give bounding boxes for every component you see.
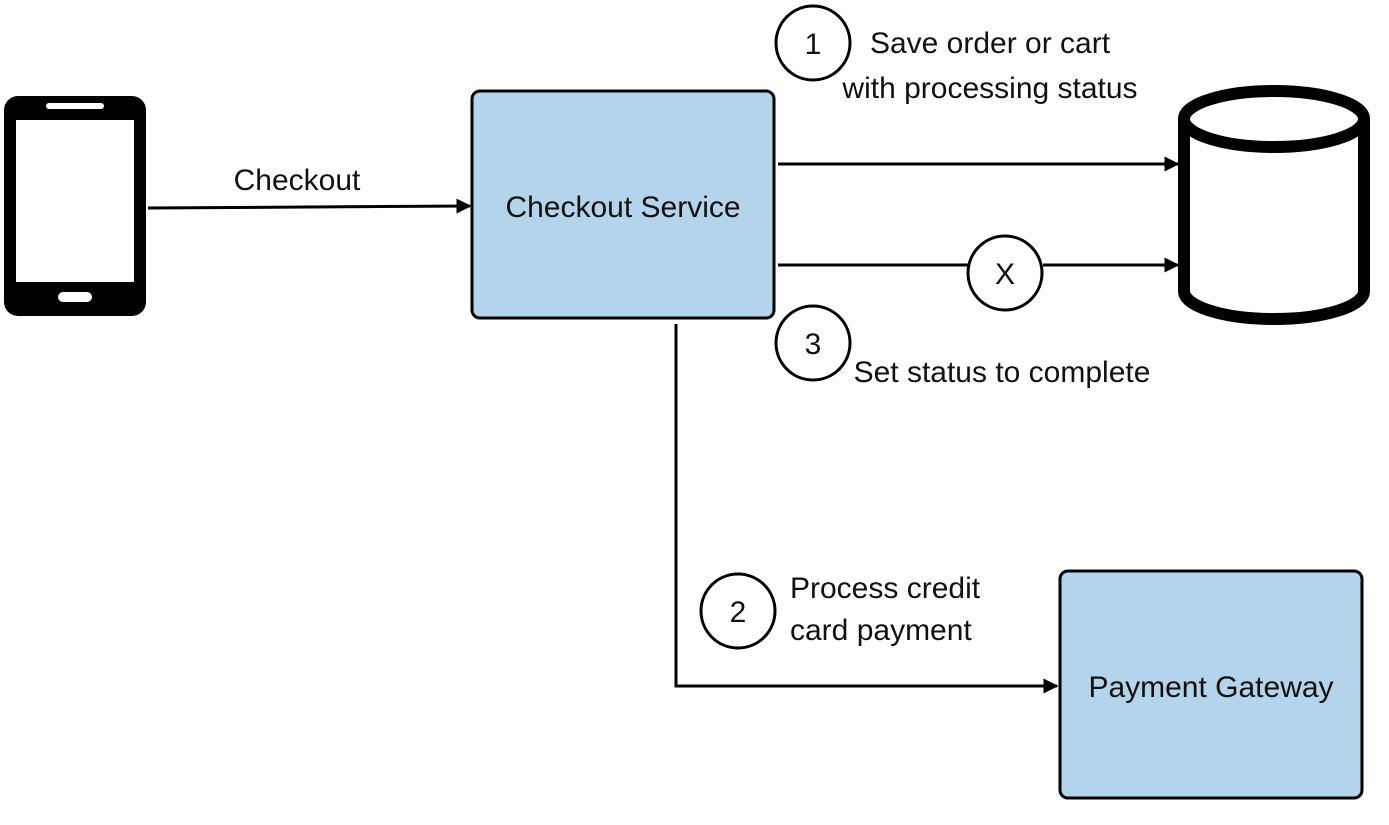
checkout-service-label: Checkout Service xyxy=(505,191,740,224)
checkout-service-node[interactable]: Checkout Service xyxy=(470,89,776,320)
smartphone-icon xyxy=(4,96,146,316)
step-1-label-line1: Save order or cart xyxy=(870,27,1111,60)
failure-marker-label: X xyxy=(995,258,1015,291)
step-3-label: Set status to complete xyxy=(854,356,1151,389)
step-3-number: 3 xyxy=(805,328,822,361)
payment-arrow xyxy=(674,324,1059,694)
step-1-badge: 1 xyxy=(774,4,852,82)
step-2-number: 2 xyxy=(730,596,747,629)
database-cylinder-icon xyxy=(1178,85,1370,325)
step-1-number: 1 xyxy=(805,28,822,61)
failure-marker: X xyxy=(966,234,1044,312)
checkout-label: Checkout xyxy=(234,164,361,197)
step-2-label-line1: Process credit xyxy=(790,572,981,605)
step-2-badge: 2 xyxy=(699,572,777,650)
step-3-badge: 3 xyxy=(774,304,852,382)
payment-gateway-label: Payment Gateway xyxy=(1088,671,1333,704)
checkout-arrow xyxy=(147,198,472,214)
step-1-label-line2: with processing status xyxy=(841,72,1137,105)
payment-gateway-node[interactable]: Payment Gateway xyxy=(1058,569,1364,800)
step-2-label-line2: card payment xyxy=(790,614,972,647)
